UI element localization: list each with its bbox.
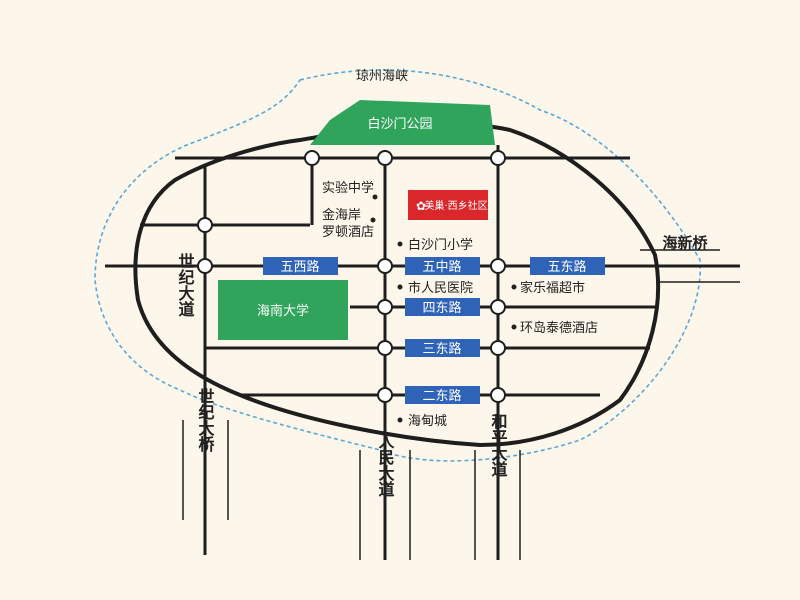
label-sidong: 四东路 (422, 300, 461, 316)
shiji-avenue-label: 世纪大道 (176, 253, 195, 317)
shiji-bridge-label: 世纪大桥 (196, 388, 215, 453)
park-baishamen-label: 白沙门公园 (367, 116, 432, 132)
poi-huandao-hotel: 环岛泰德酒店 (520, 320, 598, 336)
poi-jinhaian-2: 罗顿酒店 (322, 225, 374, 240)
label-sandong: 三东路 (422, 341, 461, 357)
intersections (197, 150, 506, 403)
strait-label: 琼州海峡 (356, 69, 408, 84)
poi-baishamen-primary: 白沙门小学 (408, 237, 473, 253)
bridge-lines (182, 249, 740, 560)
star-logo-icon: ✿ (416, 199, 426, 213)
project-highlight-label: 美巢·西乡社区 (424, 199, 487, 212)
renmin-avenue-label: 人民大道 (376, 433, 395, 497)
poi-markers (370, 194, 517, 423)
poi-haidian-city: 海甸城 (408, 414, 447, 429)
poi-jinhaian-1: 金海岸 (322, 207, 361, 223)
label-erdong: 二东路 (422, 388, 461, 404)
label-wuzhong: 五中路 (422, 259, 461, 275)
project-highlight-box (408, 190, 488, 220)
label-wudong: 五东路 (547, 259, 586, 275)
park-hainan-university (218, 280, 348, 340)
poi-carrefour: 家乐福超市 (520, 280, 585, 296)
haixin-bridge-label: 海新桥 (662, 234, 708, 252)
label-wuxi: 五西路 (280, 259, 319, 275)
park-baishamen (310, 100, 495, 145)
poi-experimental-middle-school: 实验中学 (322, 180, 374, 196)
outer-ring-road (133, 121, 661, 448)
road-labels: 五西路 五中路 五东路 四东路 三东路 二东路 (263, 257, 605, 404)
park-hainan-university-label: 海南大学 (257, 303, 309, 319)
poi-city-hospital: 市人民医院 (408, 280, 473, 296)
heping-avenue-label: 和平大道 (489, 412, 508, 477)
island-coastline (94, 69, 701, 462)
